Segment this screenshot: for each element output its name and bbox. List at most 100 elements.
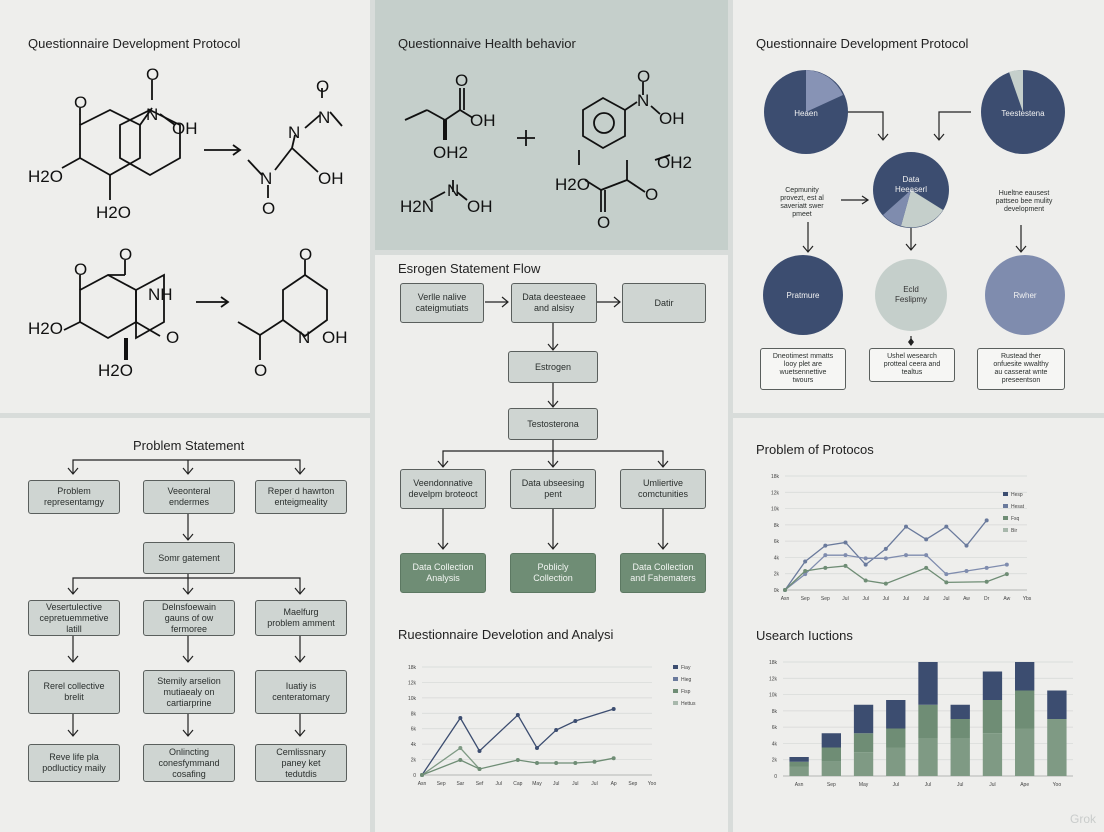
bar-segment — [950, 738, 970, 776]
chart-title: Usearch Iuctions — [756, 628, 853, 643]
data-point — [924, 537, 929, 542]
atom-o: O — [316, 77, 329, 96]
atom-n: N — [288, 123, 300, 142]
atom-n: N — [146, 105, 158, 124]
note-left: Cepmunity provezt, est al saveriatt swer… — [780, 187, 824, 218]
x-tick-label: Jul — [989, 782, 995, 788]
bar-segment — [789, 766, 809, 776]
atom-o: O — [645, 185, 658, 204]
y-tick-label: 4k — [772, 741, 778, 747]
chart-title: Ruestionnaire Develotion and Analysi — [398, 627, 614, 642]
data-point — [944, 572, 949, 577]
atom-o: O — [254, 361, 267, 380]
flow-box: Reve life pla podlucticy maily — [28, 744, 120, 782]
atom-o: O — [74, 260, 87, 279]
chart-title: Problem of Protocos — [756, 442, 874, 457]
x-tick-label: May — [532, 781, 542, 787]
data-point — [944, 524, 949, 529]
x-tick-label: Sep — [801, 596, 810, 602]
x-tick-label: Sep — [437, 781, 446, 787]
y-tick-label: 0 — [413, 773, 416, 779]
bar-segment — [789, 761, 809, 767]
data-point — [554, 728, 559, 732]
bar-segment — [821, 761, 841, 776]
flow-box: Onlincting conesfymmand cosafing — [143, 744, 235, 782]
atom-o: O — [637, 67, 650, 86]
bar-segment — [886, 728, 906, 748]
data-point — [883, 581, 888, 586]
atom-o: O — [299, 245, 312, 264]
note-box: Rustead ther onfuesite wwalthy au casser… — [977, 348, 1065, 390]
bar-segment — [1015, 662, 1035, 691]
series-line — [421, 708, 614, 776]
y-tick-label: 8k — [774, 523, 780, 529]
atom-h2o: H2O — [98, 361, 133, 380]
data-point — [420, 773, 424, 777]
panel-title: Problem Statement — [133, 438, 245, 453]
data-point — [843, 540, 848, 545]
data-point — [863, 578, 868, 583]
x-tick-label: Asn — [418, 781, 427, 787]
x-tick-label: Jul — [591, 781, 597, 787]
x-tick-label: Jul — [553, 781, 559, 787]
flow-box: Testosterona — [508, 408, 598, 440]
legend-swatch — [673, 665, 678, 669]
data-point — [611, 756, 616, 761]
panel-title: Esrogen Statement Flow — [398, 261, 541, 276]
bar-segment — [1015, 728, 1035, 776]
panel-top-right: Questionnaire Development Protocol — [733, 0, 1104, 413]
data-point — [535, 761, 539, 765]
y-tick-label: 2k — [411, 758, 417, 764]
bar-segment — [950, 704, 970, 719]
flow-box: Reper d hawrton enteigmeality — [255, 480, 347, 514]
bar-segment — [982, 733, 1003, 776]
bar-segment — [886, 747, 906, 776]
data-point — [515, 758, 520, 762]
data-point — [1004, 572, 1009, 577]
y-tick-label: 10k — [769, 693, 778, 699]
y-tick-label: 10k — [771, 507, 780, 513]
x-tick-label: Asn — [781, 596, 790, 602]
flow-box: Datir — [622, 283, 706, 323]
legend-swatch — [1003, 492, 1008, 496]
legend-swatch — [1003, 528, 1008, 532]
flow-box: Estrogen — [508, 351, 598, 383]
bar-segment — [886, 700, 906, 729]
x-tick-label: Jul — [925, 782, 931, 788]
atom-n: N — [318, 108, 330, 127]
data-point — [611, 707, 616, 711]
x-tick-label: Ap — [611, 781, 617, 787]
x-tick-label: Jul — [862, 596, 868, 602]
x-tick-label: Jul — [495, 781, 501, 787]
atom-oh: OH — [322, 328, 348, 347]
x-tick-label: Sep — [827, 782, 836, 788]
bar-segment — [853, 704, 874, 734]
atom-oh: OH — [470, 111, 496, 130]
y-tick-label: 10k — [408, 696, 417, 702]
data-point — [883, 546, 888, 551]
series-line — [784, 554, 1007, 591]
data-point — [964, 543, 969, 548]
atom-o: O — [262, 199, 275, 218]
y-tick-label: 0k — [774, 588, 780, 594]
panel-top-left: Questionnaire Development Protocol — [0, 0, 370, 413]
data-point — [984, 579, 989, 584]
legend-label: Fiay — [681, 665, 691, 671]
bar-segment — [1015, 690, 1035, 729]
data-point — [803, 559, 808, 564]
data-point — [592, 759, 597, 764]
atom-o: O — [455, 71, 468, 90]
atom-oh2: OH2 — [433, 143, 468, 162]
flow-box: Data deesteaee and alsisy — [511, 283, 597, 323]
x-tick-label: Sep — [821, 596, 830, 602]
bar-segment — [918, 704, 938, 738]
data-point — [573, 719, 578, 723]
data-point — [477, 749, 482, 753]
data-point — [944, 580, 949, 585]
data-point — [843, 563, 848, 568]
data-point — [823, 565, 828, 570]
x-tick-label: Jul — [943, 596, 949, 602]
data-point — [863, 562, 868, 567]
circle-label: Heeaserl — [895, 185, 927, 194]
